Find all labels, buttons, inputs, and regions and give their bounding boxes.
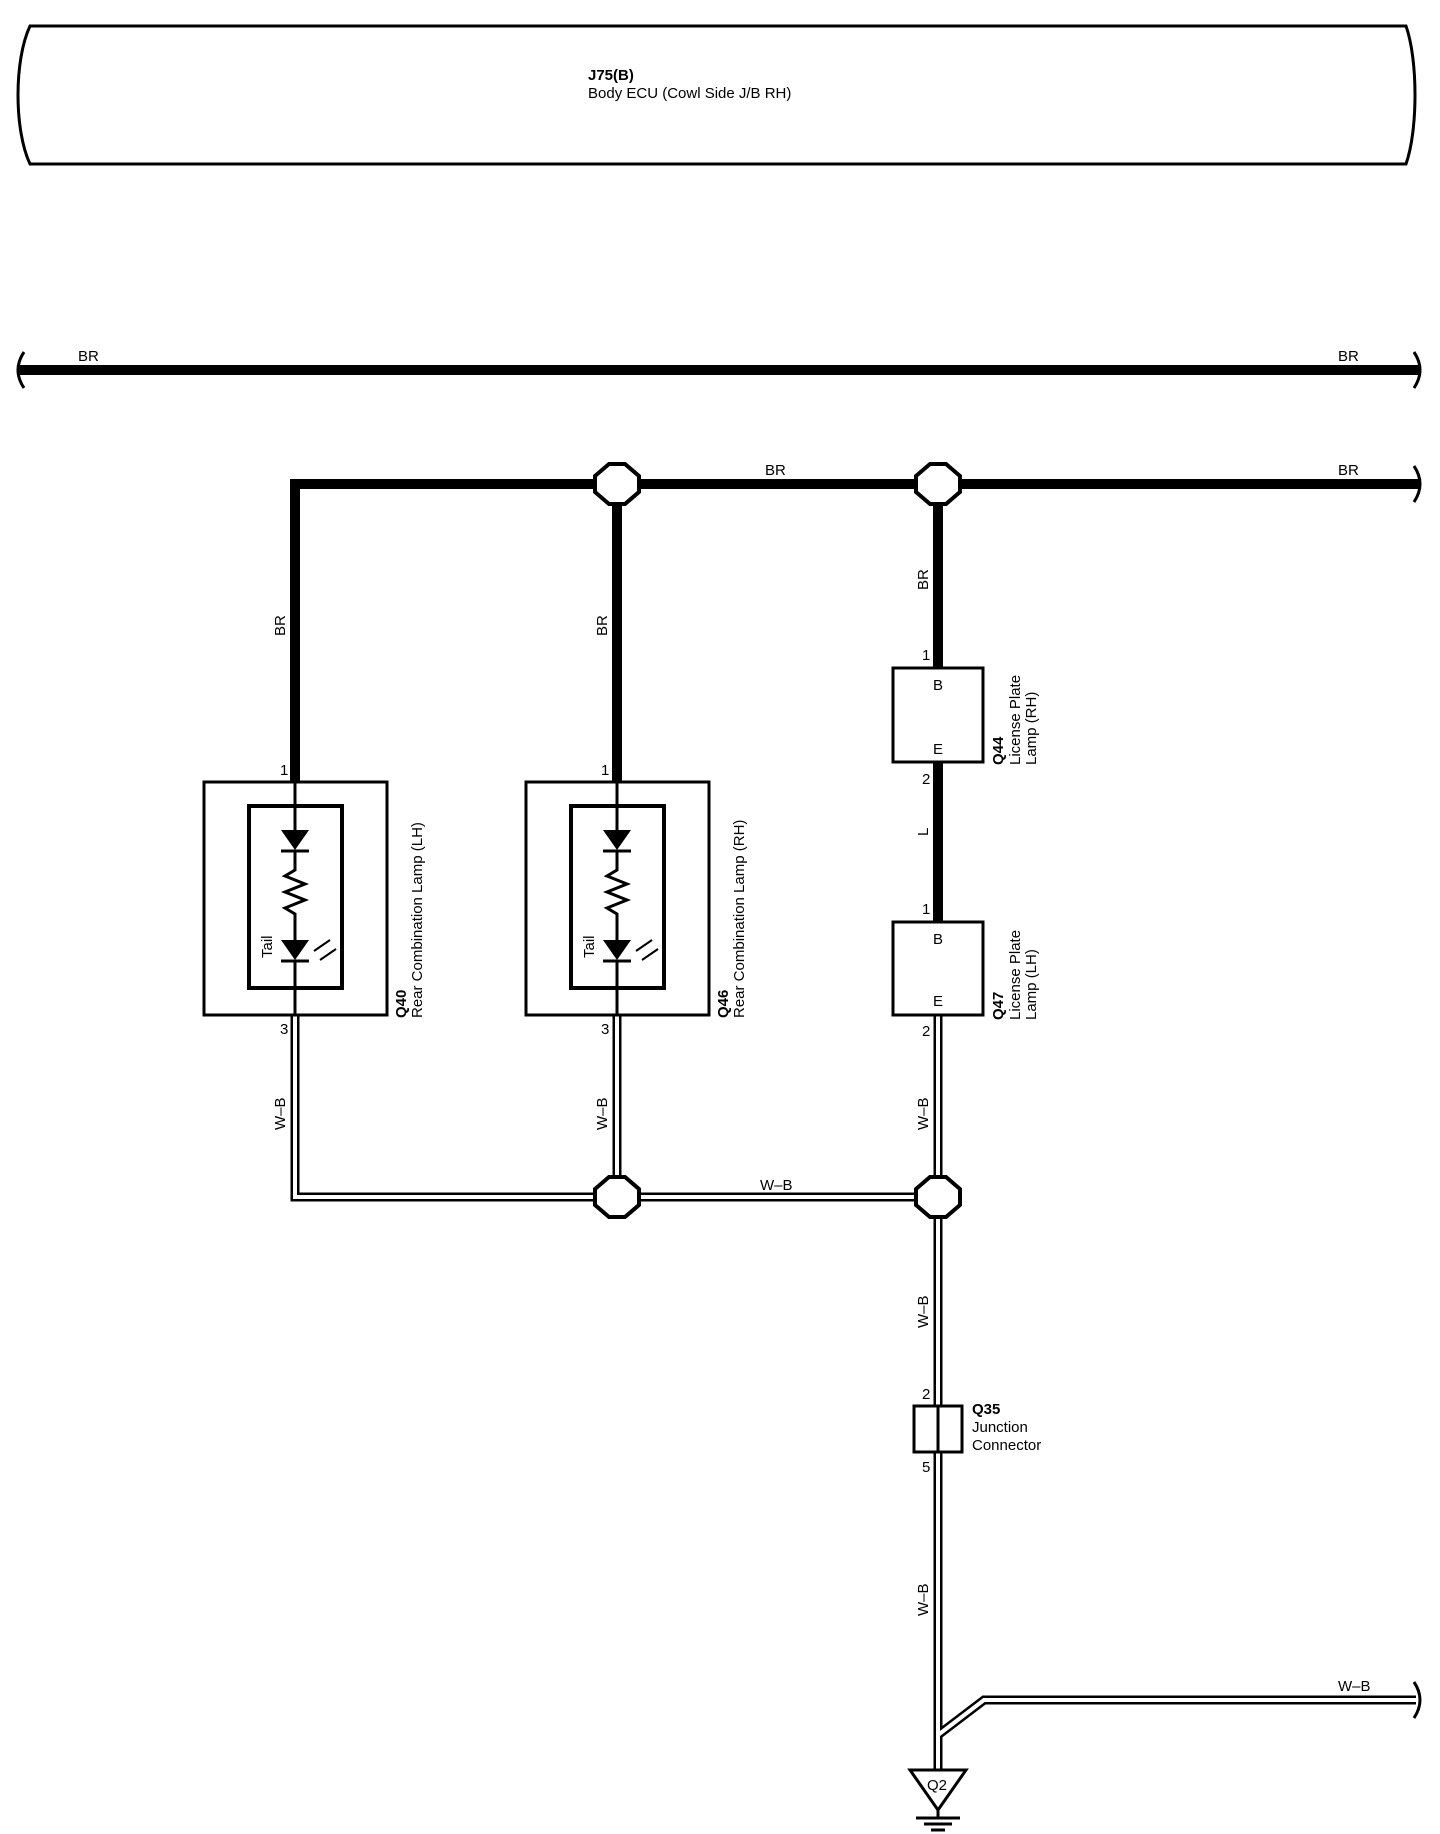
ecu-name: Body ECU (Cowl Side J/B RH) [588, 85, 791, 102]
q2-code: Q2 [927, 1777, 947, 1794]
q40-pin-out: 3 [280, 1021, 288, 1038]
br-label-q40: BR [272, 615, 289, 636]
q47-pin-out: 2 [922, 1023, 930, 1040]
q46-element-label: Tail [581, 935, 598, 958]
splice-point [593, 462, 641, 506]
q47-name-line1: License Plate [1007, 930, 1024, 1020]
br-label-mid: BR [765, 462, 786, 479]
br-label-q44: BR [915, 569, 932, 590]
q44-license-plate-lamp-rh: B E 1 2 Q44 License Plate Lamp (RH) [891, 647, 1040, 788]
q47-term-top: B [933, 931, 943, 948]
l-label: L [915, 828, 932, 836]
diode-icon [281, 830, 309, 850]
q40-code: Q40 [393, 990, 410, 1018]
wb-wires [290, 1015, 1422, 1770]
q2-ground-icon: Q2 [907, 1768, 969, 1832]
q44-code: Q44 [990, 736, 1007, 765]
wb-label-horizontal: W–B [760, 1177, 793, 1194]
ecu-banner: J75(B) Body ECU (Cowl Side J/B RH) [16, 24, 1417, 166]
q47-license-plate-lamp-lh: B E 1 2 Q47 License Plate Lamp (LH) [891, 901, 1040, 1040]
br-bus-top: BR BR [16, 348, 1422, 389]
wb-label-q46: W–B [594, 1097, 611, 1130]
q46-rear-combination-lamp-rh: Tail 1 3 Q46 Rear Combination Lamp (RH) [524, 762, 748, 1038]
q47-code: Q47 [990, 992, 1007, 1020]
br-label-top-left: BR [78, 348, 99, 365]
q35-pin-in: 2 [922, 1386, 930, 1403]
wb-label-q47: W–B [915, 1097, 932, 1130]
q47-name-line2: Lamp (LH) [1023, 949, 1040, 1020]
q40-name: Rear Combination Lamp (LH) [409, 822, 426, 1018]
q47-pin-in: 1 [922, 901, 930, 918]
resistor-icon [280, 851, 310, 940]
splice-point [593, 1175, 641, 1219]
q40-rear-combination-lamp-lh: Tail 1 3 Q40 Rear Combination Lamp (LH) [202, 762, 426, 1038]
q46-pin-out: 3 [601, 1021, 609, 1038]
wb-label-q35-bottom: W–B [915, 1583, 932, 1616]
q47-term-bottom: E [933, 993, 943, 1010]
q46-name: Rear Combination Lamp (RH) [731, 820, 748, 1018]
splice-point [914, 1175, 962, 1219]
led-icon [603, 940, 631, 960]
q35-code: Q35 [972, 1401, 1000, 1418]
q46-pin-in: 1 [601, 762, 609, 779]
q35-pin-out: 5 [922, 1459, 930, 1476]
q44-name-line2: Lamp (RH) [1023, 692, 1040, 765]
br-label-right: BR [1338, 462, 1359, 479]
q44-name-line1: License Plate [1007, 675, 1024, 765]
br-label-top-right: BR [1338, 348, 1359, 365]
q46-code: Q46 [715, 990, 732, 1018]
led-icon [281, 940, 309, 960]
q44-pin-out: 2 [922, 771, 930, 788]
br-label-q46: BR [594, 615, 611, 636]
q40-pin-in: 1 [280, 762, 288, 779]
q40-element-label: Tail [259, 935, 276, 958]
q44-pin-in: 1 [922, 647, 930, 664]
q35-junction-connector: 2 5 Q35 Junction Connector [912, 1386, 1041, 1476]
diode-icon [603, 830, 631, 850]
wb-label-q35-top: W–B [915, 1295, 932, 1328]
q44-term-top: B [933, 677, 943, 694]
splice-point [914, 462, 962, 506]
q35-name-line2: Connector [972, 1437, 1041, 1454]
q44-term-bottom: E [933, 741, 943, 758]
ecu-code: J75(B) [588, 67, 634, 84]
br-bus-branch: BR BR [290, 462, 1422, 787]
q35-name-line1: Junction [972, 1419, 1028, 1436]
wb-label-q40: W–B [272, 1097, 289, 1130]
wb-label-right: W–B [1338, 1678, 1371, 1695]
resistor-icon [602, 851, 632, 940]
